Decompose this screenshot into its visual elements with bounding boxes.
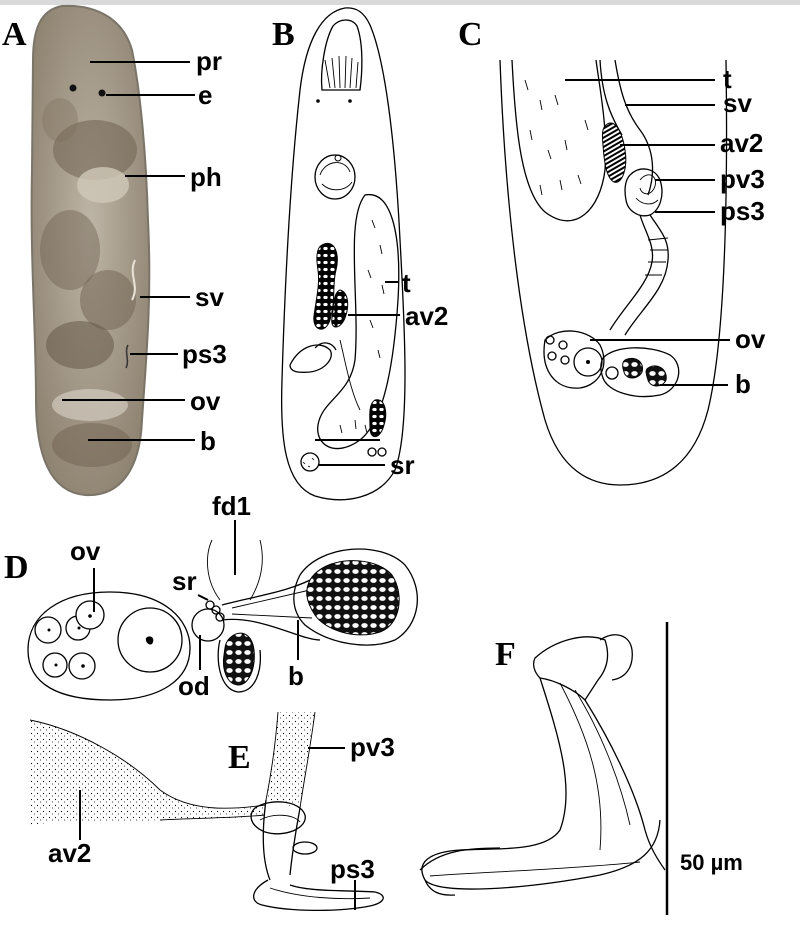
panel-letter-a: A: [2, 16, 27, 53]
panel-c-leaders: [565, 79, 730, 386]
panel-letter-f: F: [495, 636, 516, 673]
eye-spot-right: [98, 89, 106, 97]
label-ov-c: ov: [735, 324, 766, 354]
label-fd1-d: fd1: [212, 491, 251, 521]
label-ov-d: ov: [70, 536, 101, 566]
label-pr: pr: [196, 46, 222, 76]
scale-bar-label: 50 µm: [680, 850, 743, 875]
panel-letter-c: C: [458, 16, 483, 53]
label-b-c: b: [735, 369, 751, 399]
label-od-d: od: [178, 671, 210, 701]
panel-letter-e: E: [228, 739, 251, 776]
label-ps3: ps3: [182, 339, 227, 369]
label-ps3-c: ps3: [720, 196, 765, 226]
panel-d-leaders: [93, 520, 299, 670]
label-av2-e: av2: [48, 838, 91, 868]
panel-e-drawing: [29, 711, 384, 912]
eye-spot-left: [69, 84, 77, 92]
label-ps3-e: ps3: [330, 854, 375, 884]
label-sv-c: sv: [723, 88, 752, 118]
panel-letter-d: D: [4, 549, 29, 586]
label-sr-d: sr: [172, 566, 197, 596]
panel-letter-b: B: [272, 16, 295, 53]
label-av2-b: av2: [405, 301, 448, 331]
panel-a-photo: [30, 4, 151, 497]
label-ph: ph: [190, 162, 222, 192]
panel-b-drawing: [281, 7, 406, 501]
label-e: e: [198, 80, 212, 110]
label-sv: sv: [195, 282, 224, 312]
label-b-d: b: [288, 661, 304, 691]
label-b: b: [200, 426, 216, 456]
label-ov: ov: [190, 386, 221, 416]
panel-f-drawing: [419, 634, 666, 896]
panel-c-drawing: [499, 59, 728, 486]
label-t-c: t: [723, 64, 732, 94]
label-av2-c: av2: [720, 128, 763, 158]
label-pv3-e: pv3: [350, 732, 395, 762]
label-pv3-c: pv3: [720, 164, 765, 194]
panel-a-leaders: [62, 61, 195, 441]
panel-d-drawing: [27, 539, 418, 701]
label-sr-b: sr: [390, 450, 415, 480]
label-t-b: t: [402, 268, 411, 298]
panel-b-leaders: [315, 281, 400, 466]
top-border: [0, 0, 800, 5]
panel-e-leaders: [79, 747, 356, 910]
